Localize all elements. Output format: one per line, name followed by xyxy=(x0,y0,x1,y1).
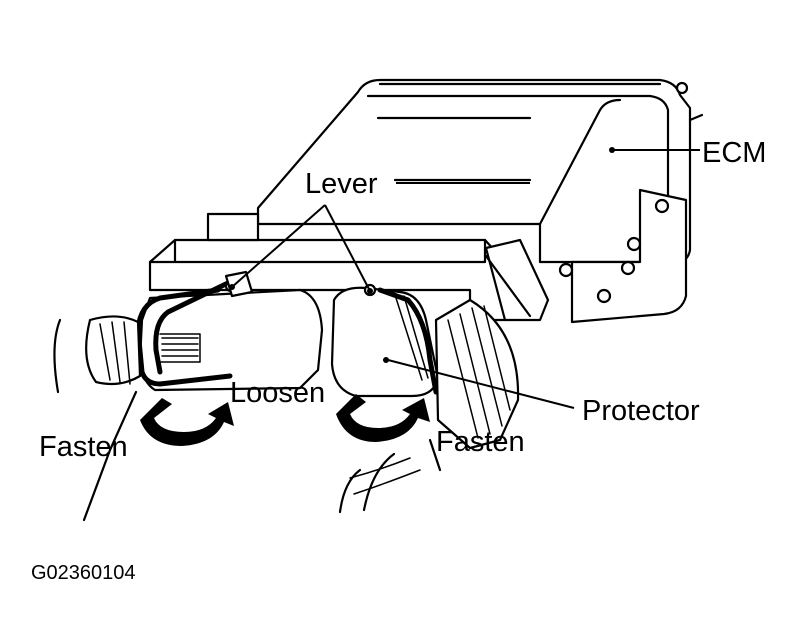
label-protector: Protector xyxy=(582,395,700,427)
left-connector xyxy=(53,270,324,522)
label-fasten-right: Fasten xyxy=(436,426,525,458)
leader-lines xyxy=(229,147,700,409)
label-ecm: ECM xyxy=(702,137,766,169)
label-fasten-left: Fasten xyxy=(39,431,128,463)
figure-code: G02360104 xyxy=(31,562,136,584)
ecm-housing xyxy=(256,78,704,324)
rotation-arrow-left xyxy=(140,398,234,446)
label-loosen: Loosen xyxy=(230,377,325,409)
rotation-arrow-right xyxy=(336,394,430,442)
connector-base xyxy=(148,212,550,322)
right-connector xyxy=(330,283,520,514)
label-lever: Lever xyxy=(305,168,378,200)
